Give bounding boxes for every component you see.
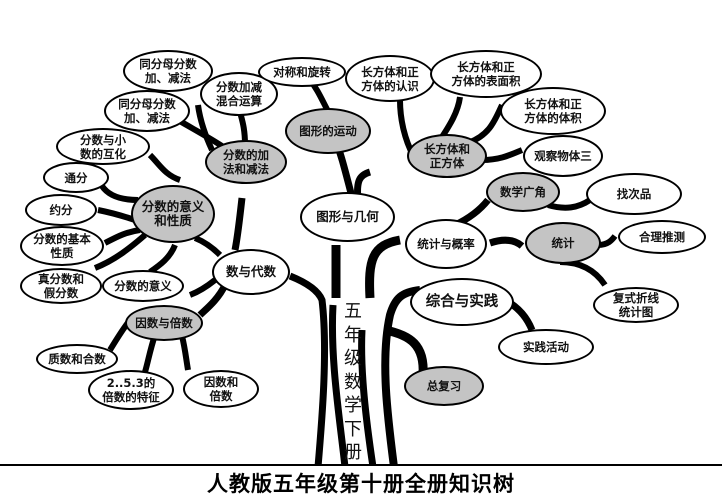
trunk-label: 五 年 级 数 学 下 册 [344, 301, 362, 463]
link-cft-guancha [481, 147, 524, 163]
node-fenshu-hu-hua: 分数与小 数的互化 [56, 128, 150, 165]
trunk-left-to-shu-yu-daishu [288, 272, 329, 468]
node-yinshu-he-beishu: 因数和 倍数 [183, 370, 259, 408]
node-zong-fuxi: 总复习 [404, 366, 484, 406]
node-shu-yu-daishu: 数与代数 [212, 249, 290, 295]
node-fenshu-yiyi-xingzhi: 分数的意义 和性质 [131, 185, 215, 243]
node-guancha-wuti: 观察物体三 [523, 135, 603, 177]
link-sd-jiajian [231, 197, 246, 251]
node-tuxing-jihe: 图形与几何 [300, 192, 395, 242]
trunk-to-zong-fuxi [384, 325, 428, 376]
link-yb-tezheng [142, 334, 158, 373]
node-yinshu-beishu: 因数与倍数 [125, 305, 203, 341]
trunk-inner-left [328, 304, 349, 468]
link-tjgl-tongji [488, 236, 525, 249]
trunk-to-tongji-gailv [365, 235, 401, 299]
node-yuefen: 约分 [25, 194, 97, 226]
node-tiji: 长方体和正 方体的体积 [500, 87, 606, 135]
trunk-inner-right [358, 329, 377, 468]
link-tongji-zhexian [559, 259, 608, 287]
node-tongfen: 通分 [43, 162, 109, 193]
node-zonghe-shijian: 综合与实践 [410, 278, 514, 326]
node-duichen-xuanzhuan: 对称和旋转 [258, 57, 346, 87]
link-yx-huhua [147, 152, 182, 183]
node-tong-fenmu-2: 同分母分数 加、减法 [104, 90, 190, 132]
node-renshi: 长方体和正 方体的认识 [345, 55, 435, 102]
node-heli-tuice: 合理推测 [618, 220, 706, 254]
node-zhishu-heshu: 质数和合数 [36, 344, 118, 374]
link-yb-yinbei [179, 335, 191, 371]
page-title: 人教版五年级第十册全册知识树 [0, 464, 722, 500]
link-cft-tiji [466, 103, 505, 146]
link-sd-fenshuyiyi [188, 277, 217, 298]
node-fenshu-jiajian: 分数的加 法和减法 [205, 140, 287, 184]
node-tongji-gailv: 统计与概率 [405, 219, 487, 269]
node-zhao-cipin: 找次品 [586, 173, 682, 215]
node-changfangti: 长方体和 正方体 [407, 134, 487, 178]
node-shuxue-guangjiao: 数学广角 [486, 172, 560, 212]
node-jiben-xingzhi: 分数的基本 性质 [20, 226, 104, 266]
node-tong-fenmu-1: 同分母分数 加、减法 [123, 50, 213, 92]
node-fenshu-yiyi: 分数的意义 [102, 270, 184, 302]
link-yx-yuefen [97, 207, 136, 223]
node-tuxing-yundong: 图形的运动 [285, 108, 371, 154]
node-beishu-tezheng: 2..5.3的 倍数的特征 [88, 370, 174, 410]
node-shijian-huodong: 实践活动 [498, 329, 594, 365]
node-zhen-jia-fenshu: 真分数和 假分数 [20, 268, 102, 304]
link-yx-yiyi [148, 243, 178, 275]
node-zhexian-tongjitu: 复式折线 统计图 [593, 287, 679, 323]
node-tongji: 统计 [525, 222, 601, 264]
link-yx-zhenjia [93, 232, 147, 271]
link-yx-jiben [103, 227, 141, 246]
link-yx-tongfen [99, 184, 139, 203]
link-guangjiao-cipin [547, 197, 592, 211]
link-sd-yiyixingzhi [193, 235, 223, 258]
link-jj-tongfenmu1 [195, 104, 215, 152]
